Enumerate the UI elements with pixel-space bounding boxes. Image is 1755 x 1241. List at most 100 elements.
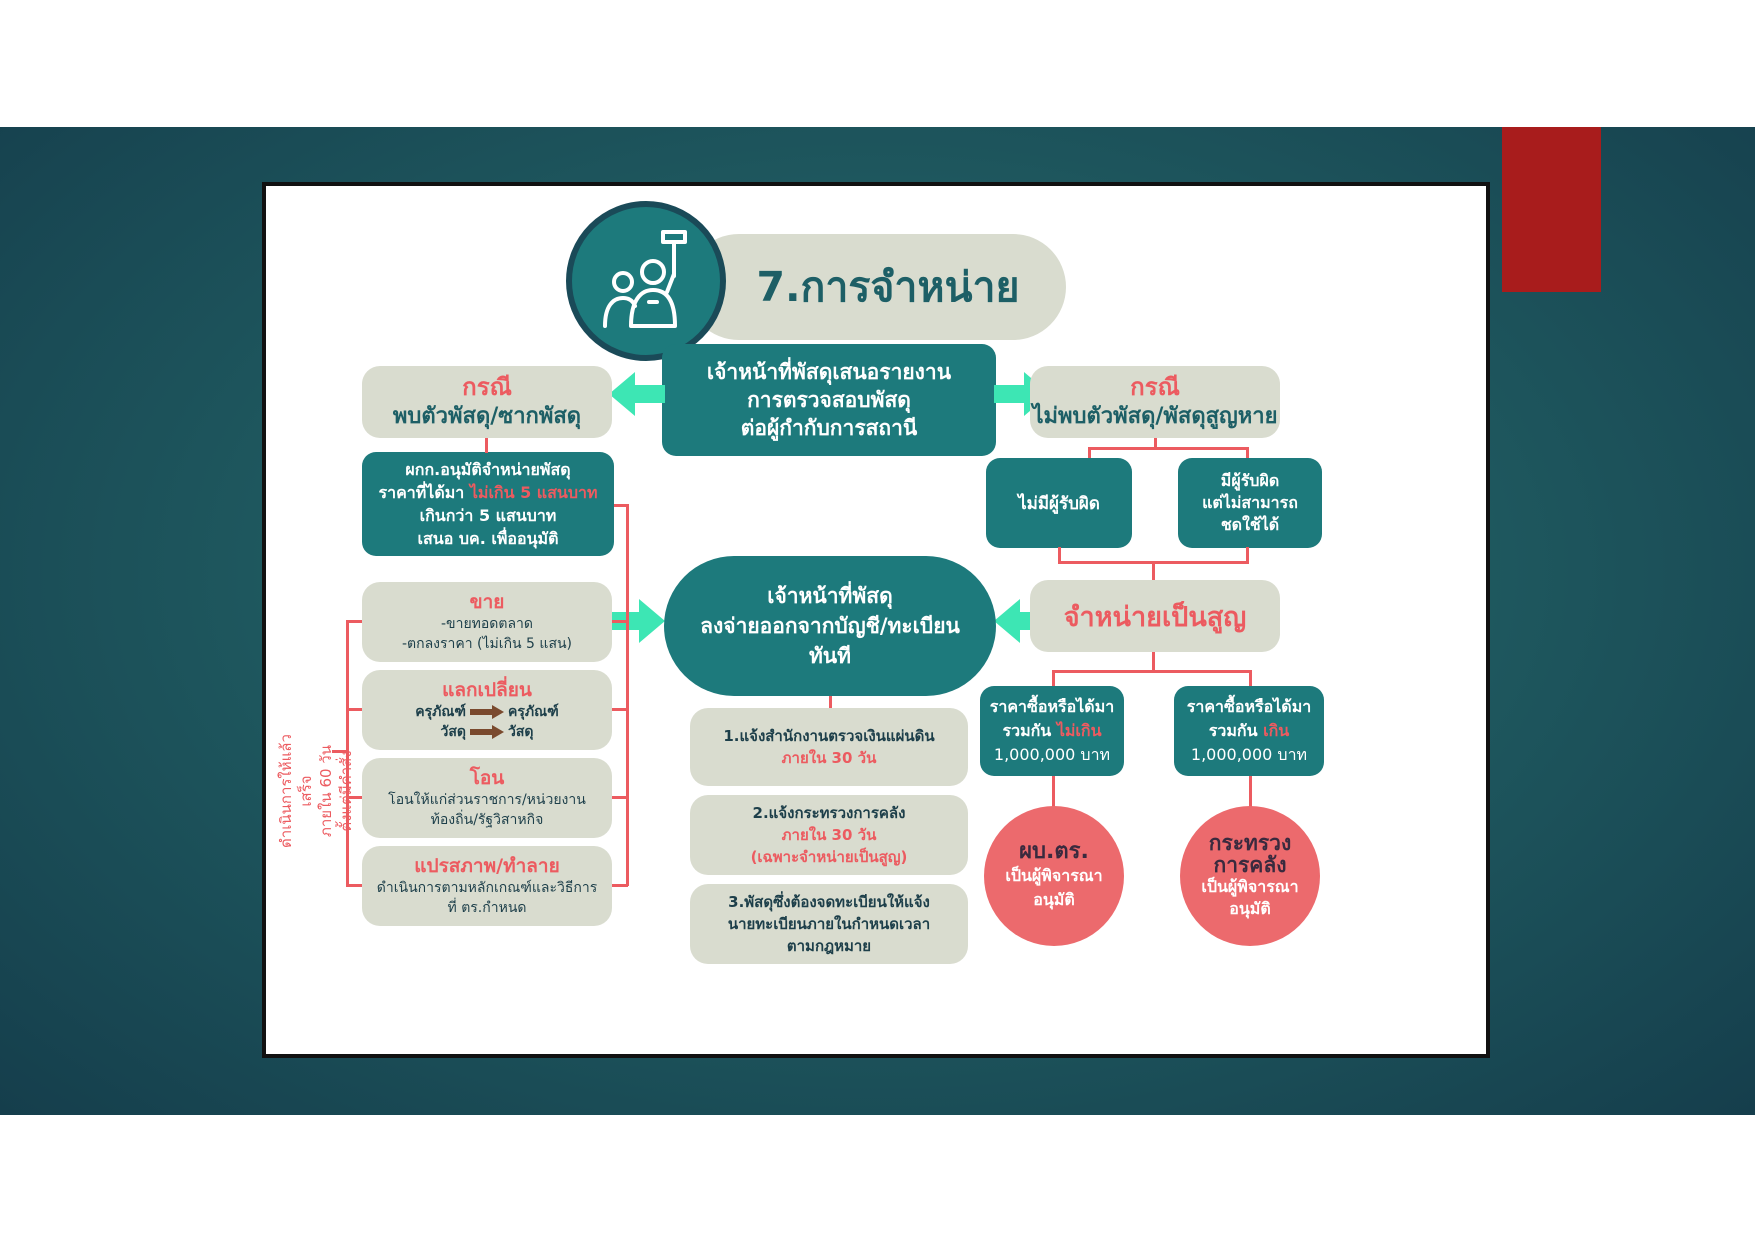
method-title: แลกเปลี่ยน — [442, 679, 532, 701]
notice-box: 1.แจ้งสำนักงานตรวจเงินแผ่นดิน ภายใน 30 ว… — [690, 708, 968, 786]
case-missing-box: กรณี ไม่พบตัวพัสดุ/พัสดุสูญหาย — [1030, 366, 1280, 438]
connector-line — [1249, 670, 1252, 688]
liable-line: มีผู้รับผิด — [1220, 471, 1280, 490]
exchange-from: วัสดุ — [440, 724, 467, 740]
connector-line — [626, 504, 629, 886]
connector-line — [1058, 547, 1061, 563]
method-line: ท้องถิ่น/รัฐวิสาหกิจ — [430, 812, 544, 828]
price-line: ราคาซื้อหรือได้มา — [989, 697, 1115, 716]
write-off-label: จำหน่ายเป็นสูญ — [1063, 601, 1247, 633]
connector-line — [612, 796, 628, 799]
price-text: รวมกัน — [1002, 721, 1052, 740]
price-exceed-box: ราคาซื้อหรือได้มา รวมกัน เกิน 1,000,000 … — [1174, 686, 1324, 776]
notice-line: 3.พัสดุซึ่งต้องจดทะเบียนให้แจ้ง — [728, 893, 930, 911]
approval-line: เสนอ บค. เพื่ออนุมัติ — [417, 529, 559, 548]
approver-title: กระทรวง — [1208, 831, 1292, 855]
connector-line — [1052, 776, 1055, 810]
price-line: ราคาซื้อหรือได้มา — [1186, 697, 1312, 716]
price-limit: ไม่เกิน — [1056, 721, 1102, 740]
record-line: ทันที — [808, 644, 852, 668]
approval-box: ผกก.อนุมัติจำหน่ายพัสดุ ราคาที่ได้มา ไม่… — [362, 452, 614, 556]
method-title: โอน — [469, 767, 505, 789]
connector-line — [1246, 447, 1249, 459]
case-heading: กรณี — [1130, 373, 1180, 401]
record-removal-box: เจ้าหน้าที่พัสดุ ลงจ่ายออกจากบัญชี/ทะเบี… — [664, 556, 996, 696]
exchange-from: ครุภัณฑ์ — [415, 704, 466, 720]
notice-line: ตามกฎหมาย — [786, 937, 872, 955]
approval-line: ราคาที่ได้มา ไม่เกิน 5 แสนบาท — [378, 481, 597, 504]
method-line: โอนให้แก่ส่วนราชการ/หน่วยงาน — [388, 792, 586, 808]
case-found-box: กรณี พบตัวพัสดุ/ซากพัสดุ — [362, 366, 612, 438]
method-line: -ตกลงราคา (ไม่เกิน 5 แสน) — [401, 636, 573, 652]
write-off-box: จำหน่ายเป็นสูญ — [1030, 580, 1280, 652]
approval-text: ราคาที่ได้มา — [378, 483, 465, 502]
worker-icon — [603, 230, 687, 328]
liable-box: มีผู้รับผิด แต่ไม่สามารถ ชดใช้ได้ — [1178, 458, 1322, 548]
exchange-row: ครุภัณฑ์ ครุภัณฑ์ — [415, 702, 558, 722]
title-pill — [686, 234, 1066, 340]
price-text: รวมกัน — [1208, 721, 1258, 740]
method-line: ดำเนินการตามหลักเกณฑ์และวิธีการ — [376, 880, 598, 896]
arrow-right-icon — [470, 705, 504, 719]
method-line: -ขายทอดตลาด — [440, 616, 534, 632]
deadline-note: ดำเนินการให้แล้วเสร็จ ภายใน 60 วัน ตั้งแ… — [276, 729, 356, 853]
connector-line — [1088, 447, 1091, 459]
report-line: เจ้าหน้าที่พัสดุเสนอรายงาน — [706, 360, 952, 384]
connector-line — [1052, 670, 1055, 688]
arrow-right-icon — [470, 725, 504, 739]
price-limit: เกิน — [1263, 721, 1290, 740]
deadline-line: ดำเนินการให้แล้วเสร็จ — [277, 734, 315, 848]
liable-line: ชดใช้ได้ — [1220, 515, 1280, 534]
notice-line: นายทะเบียนภายในกำหนดเวลา — [727, 915, 931, 933]
connector-line — [1088, 447, 1248, 450]
approver-line: เป็นผู้พิจารณา — [1005, 866, 1103, 885]
connector-line — [1152, 561, 1155, 581]
no-liable-label: ไม่มีผู้รับผิด — [1018, 493, 1100, 514]
page-title: 7.การจำหน่าย — [756, 262, 1020, 311]
connector-line — [1249, 776, 1252, 810]
method-line: ที่ ตร.กำหนด — [447, 900, 527, 916]
method-destroy-box: แปรสภาพ/ทำลาย ดำเนินการตามหลักเกณฑ์และวิ… — [362, 846, 612, 926]
connector-line — [1052, 670, 1252, 673]
method-title: ขาย — [469, 591, 505, 613]
approver-line: อนุมัติ — [1033, 890, 1075, 909]
connector-line — [346, 620, 349, 886]
price-line: 1,000,000 บาท — [1190, 745, 1308, 764]
approver-police-circle: ผบ.ตร. เป็นผู้พิจารณา อนุมัติ — [984, 806, 1124, 946]
method-transfer-box: โอน โอนให้แก่ส่วนราชการ/หน่วยงาน ท้องถิ่… — [362, 758, 612, 838]
connector-line — [1246, 547, 1249, 563]
arrow-right-icon — [609, 599, 665, 643]
approver-title: ผบ.ตร. — [1019, 839, 1089, 864]
price-line: รวมกัน เกิน — [1209, 719, 1289, 743]
liable-line: แต่ไม่สามารถ — [1202, 493, 1298, 512]
notice-condition: (เฉพาะจำหน่ายเป็นสูญ) — [750, 848, 908, 866]
connector-line — [612, 884, 628, 887]
approval-limit: ไม่เกิน 5 แสนบาท — [469, 483, 598, 502]
connector-line — [332, 750, 348, 753]
method-exchange-box: แลกเปลี่ยน ครุภัณฑ์ ครุภัณฑ์ วัสดุ วัสดุ — [362, 670, 612, 750]
no-liable-box: ไม่มีผู้รับผิด — [986, 458, 1132, 548]
accent-block — [1502, 127, 1601, 292]
case-subtitle: พบตัวพัสดุ/ซากพัสดุ — [392, 404, 582, 429]
exchange-to: ครุภัณฑ์ — [508, 704, 559, 720]
price-line: รวมกัน ไม่เกิน — [1002, 719, 1101, 743]
approver-finance-circle: กระทรวง การคลัง เป็นผู้พิจารณา อนุมัติ — [1180, 806, 1320, 946]
case-heading: กรณี — [462, 373, 512, 401]
notice-deadline: ภายใน 30 วัน — [781, 826, 877, 844]
report-box: เจ้าหน้าที่พัสดุเสนอรายงาน การตรวจสอบพัส… — [662, 344, 996, 456]
diagram-frame: 7.การจำหน่าย เจ้าหน้าที่พัสดุเสนอรายงาน … — [262, 182, 1490, 1058]
price-not-exceed-box: ราคาซื้อหรือได้มา รวมกัน ไม่เกิน 1,000,0… — [980, 686, 1124, 776]
connector-line — [612, 708, 628, 711]
approver-title: การคลัง — [1213, 853, 1287, 877]
exchange-to: วัสดุ — [508, 724, 534, 740]
case-subtitle: ไม่พบตัวพัสดุ/พัสดุสูญหาย — [1032, 404, 1278, 429]
approval-line: ผกก.อนุมัติจำหน่ายพัสดุ — [405, 460, 571, 479]
notice-box: 3.พัสดุซึ่งต้องจดทะเบียนให้แจ้ง นายทะเบี… — [690, 884, 968, 964]
connector-line — [614, 504, 628, 507]
price-line: 1,000,000 บาท — [993, 745, 1111, 764]
exchange-row: วัสดุ วัสดุ — [441, 722, 534, 742]
connector-line — [1154, 438, 1157, 448]
connector-line — [612, 620, 628, 623]
notice-box: 2.แจ้งกระทรวงการคลัง ภายใน 30 วัน (เฉพาะ… — [690, 795, 968, 875]
connector-line — [1152, 652, 1155, 672]
